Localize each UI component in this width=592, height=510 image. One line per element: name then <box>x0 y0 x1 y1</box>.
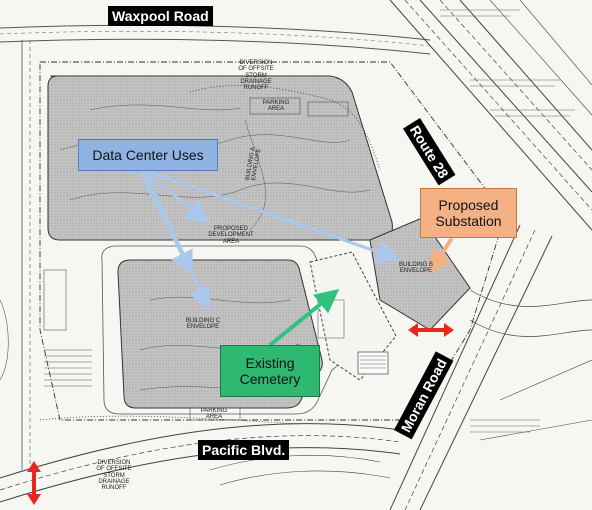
building-b-note: BUILDING B ENVELOPE <box>398 262 433 275</box>
parking-area-top-note: PARKING AREA <box>262 100 290 113</box>
data-center-uses-label: Data Center Uses <box>92 147 204 163</box>
waxpool-road-label: Waxpool Road <box>108 6 213 26</box>
existing-cemetery-line1: Existing <box>245 355 295 371</box>
existing-cemetery-callout: Existing Cemetery <box>220 345 320 397</box>
development-area-note: PROPOSED DEVELOPMENT AREA <box>208 226 254 245</box>
existing-cemetery-line2: Cemetery <box>239 371 301 387</box>
proposed-substation-callout: Proposed Substation <box>420 188 517 238</box>
parking-area-bottom-note: PARKING AREA <box>200 408 228 421</box>
access-arrow-moran <box>408 323 454 337</box>
access-arrow-pacific <box>27 461 41 505</box>
stormwater-diversion-top-note: DIVERSION OF OFFSITE STORM DRAINAGE RUNO… <box>238 60 274 92</box>
cemetery-arrow <box>268 288 340 347</box>
substation-arrow <box>428 236 454 275</box>
stormwater-diversion-bottom-note: DIVERSION OF OFFSITE STORM DRAINAGE RUNO… <box>96 460 132 492</box>
building-c-note: BUILDING C ENVELOPE <box>185 318 221 331</box>
proposed-substation-line1: Proposed <box>438 197 499 213</box>
data-center-arrows <box>138 170 401 311</box>
data-center-uses-callout: Data Center Uses <box>78 139 218 171</box>
pacific-blvd-label: Pacific Blvd. <box>198 440 290 460</box>
proposed-substation-line2: Substation <box>435 213 502 229</box>
